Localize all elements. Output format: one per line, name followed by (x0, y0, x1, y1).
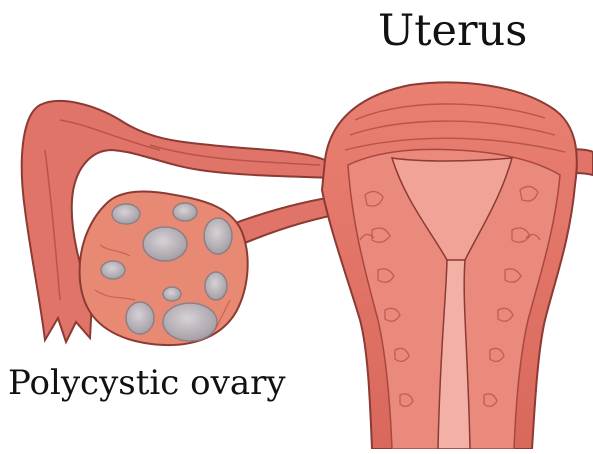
cyst (163, 287, 181, 301)
cyst (205, 272, 227, 300)
cyst (163, 303, 217, 341)
cyst (126, 302, 154, 334)
cyst (101, 261, 125, 279)
cyst (204, 218, 232, 254)
cyst (112, 204, 140, 224)
cyst (143, 227, 187, 261)
cyst (173, 203, 197, 221)
uterus-label: Uterus (378, 10, 527, 53)
polycystic-ovary-label: Polycystic ovary (8, 366, 286, 400)
